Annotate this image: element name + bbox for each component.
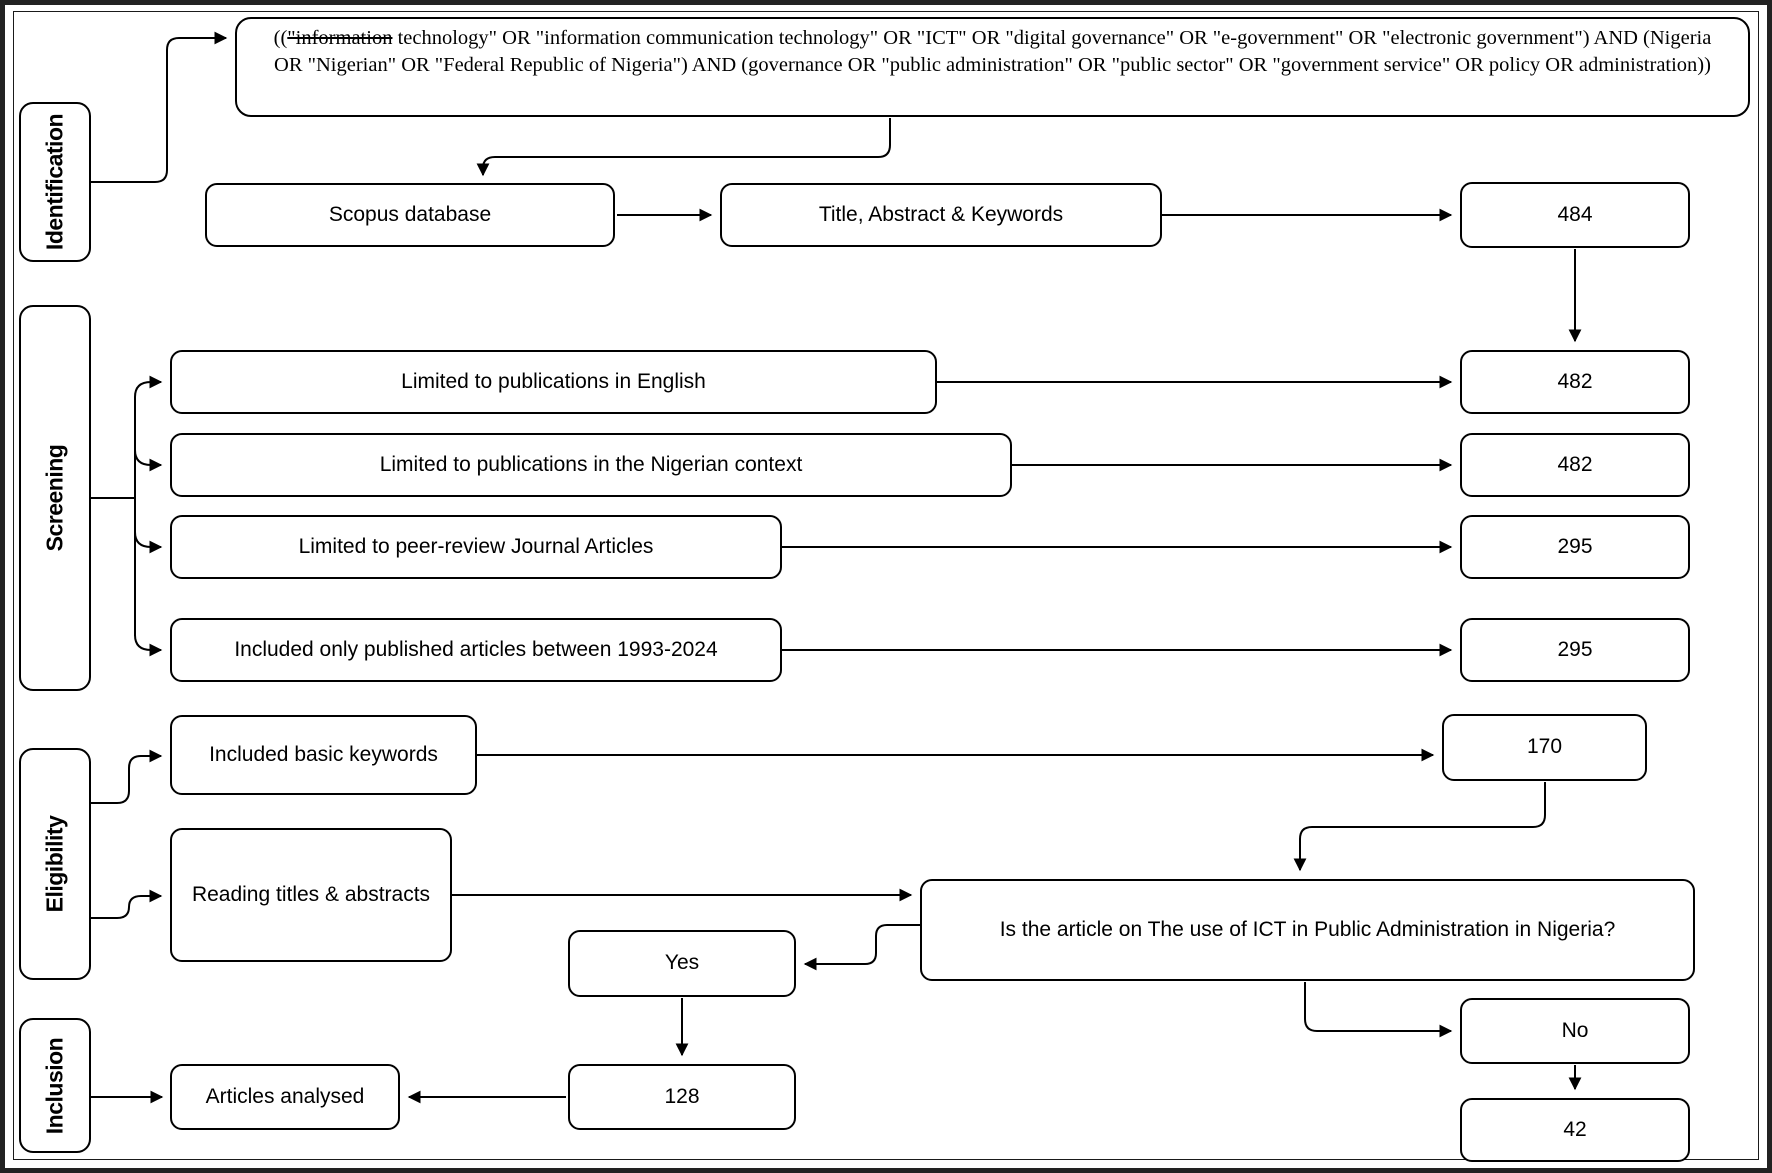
count-42-box: 42 <box>1460 1098 1690 1162</box>
stage-eligibility-label: Eligibility <box>41 815 68 913</box>
title-abstract-keywords-box: Title, Abstract & Keywords <box>720 183 1162 247</box>
yes-box: Yes <box>568 930 796 997</box>
count-295-years-box: 295 <box>1460 618 1690 682</box>
count-482-nigerian-box: 482 <box>1460 433 1690 497</box>
articles-analysed-box: Articles analysed <box>170 1064 400 1130</box>
scopus-database-box: Scopus database <box>205 183 615 247</box>
count-170-box: 170 <box>1442 714 1647 781</box>
stage-screening-label: Screening <box>41 444 68 552</box>
query-text: technology" OR "information communicatio… <box>274 27 1712 77</box>
count-484-box: 484 <box>1460 182 1690 248</box>
stage-screening: Screening <box>19 305 91 691</box>
reading-titles-abstracts-box: Reading titles & abstracts <box>170 828 452 962</box>
stage-identification: Identification <box>19 102 91 262</box>
limit-nigerian-context-box: Limited to publications in the Nigerian … <box>170 433 1012 497</box>
no-box: No <box>1460 998 1690 1064</box>
limit-years-box: Included only published articles between… <box>170 618 782 682</box>
query-open: (( <box>273 27 288 49</box>
connector-arrows <box>91 31 1582 1104</box>
decision-question-box: Is the article on The use of ICT in Publ… <box>920 879 1695 981</box>
limit-peer-review-box: Limited to peer-review Journal Articles <box>170 515 782 579</box>
stage-eligibility: Eligibility <box>19 748 91 980</box>
query-struck-word: "information <box>287 27 393 49</box>
stage-inclusion: Inclusion <box>19 1018 91 1153</box>
search-query-box: (("information technology" OR "informati… <box>235 17 1750 117</box>
count-128-box: 128 <box>568 1064 796 1130</box>
count-482-english-box: 482 <box>1460 350 1690 414</box>
limit-english-box: Limited to publications in English <box>170 350 937 414</box>
count-295-peer-review-box: 295 <box>1460 515 1690 579</box>
stage-inclusion-label: Inclusion <box>41 1037 68 1134</box>
stage-identification-label: Identification <box>41 113 68 251</box>
included-basic-keywords-box: Included basic keywords <box>170 715 477 795</box>
